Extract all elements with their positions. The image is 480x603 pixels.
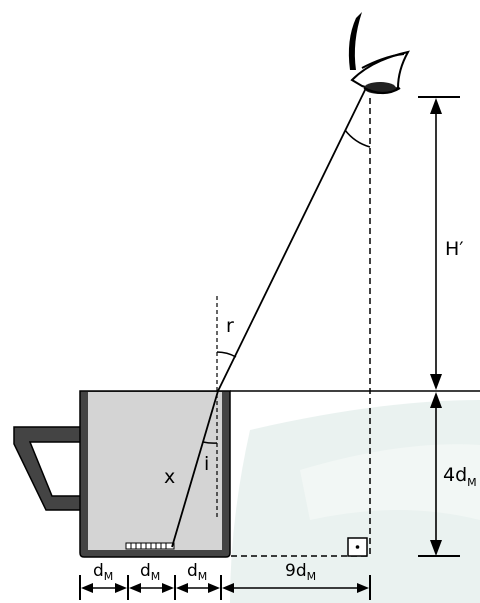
h-arrow-up [430, 98, 442, 114]
background-glow-band [300, 444, 480, 520]
h-arrow-down [430, 374, 442, 390]
label-height: H′ [445, 238, 464, 260]
label-angle-r: r [226, 315, 234, 337]
bottom-dimension-ticks [79, 575, 371, 600]
depth-arrow-up [430, 392, 442, 408]
label-distance: 9dM [285, 561, 316, 583]
angle-i-arc [202, 441, 218, 444]
object-bar [125, 542, 175, 550]
object-hatch [130, 543, 167, 549]
angle-eye-arc [344, 129, 371, 148]
label-ray-x: x [164, 466, 175, 488]
depth-arrow-down [430, 540, 442, 556]
ray-in-water [171, 390, 219, 548]
right-angle-dot [355, 545, 360, 549]
eye-icon [348, 12, 410, 95]
label-depth: 4dM [443, 464, 477, 489]
ray-in-air [217, 87, 367, 392]
water [88, 392, 222, 550]
label-width-2: dM [140, 561, 160, 583]
vessel-handle [13, 426, 83, 511]
bottom-dimension-arrows [81, 583, 369, 593]
angle-r-arc [216, 351, 237, 358]
label-angle-i: i [204, 453, 209, 475]
label-width-3: dM [187, 561, 207, 583]
label-width-1: dM [93, 561, 113, 583]
